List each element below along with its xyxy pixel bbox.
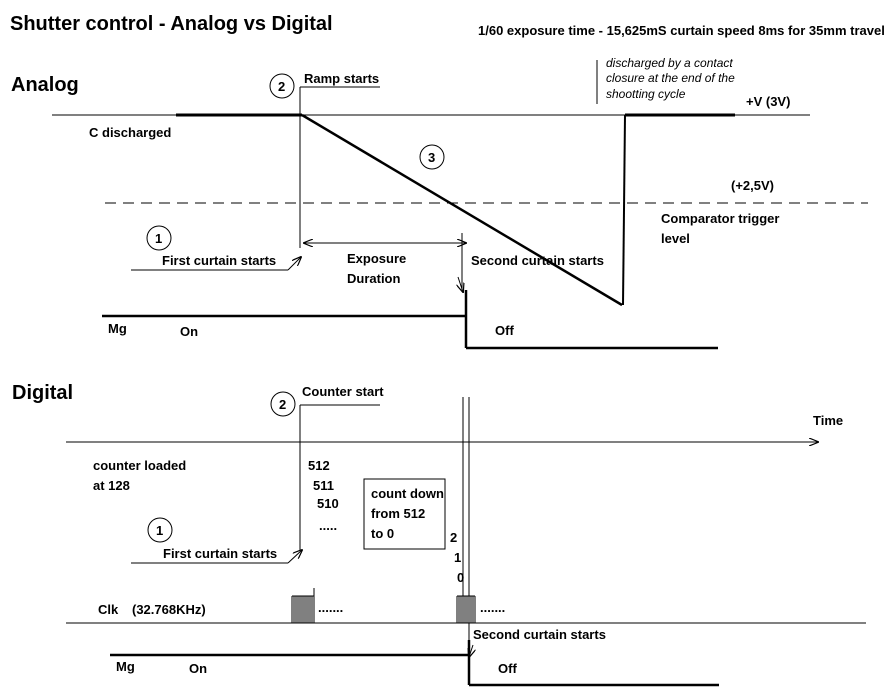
analog-marker-2: 2 xyxy=(278,79,285,94)
clock-burst-first xyxy=(291,588,315,623)
page-title: Shutter control - Analog vs Digital xyxy=(10,13,333,35)
clk-label: Clk xyxy=(98,602,119,617)
analog-mg-label: Mg xyxy=(108,321,127,336)
analog-first-curtain-arrow xyxy=(287,257,301,271)
count-continuation-dots: ..... xyxy=(319,518,337,533)
ramp-starts-label: Ramp starts xyxy=(304,71,379,86)
discharge-note-line-2: closure at the end of the xyxy=(606,71,735,85)
comparator-label-line-2: level xyxy=(661,231,690,246)
analog-off-label: Off xyxy=(495,323,514,338)
analog-marker-3: 3 xyxy=(428,150,435,165)
analog-first-curtain-label: First curtain starts xyxy=(162,253,276,268)
supply-voltage-label: +V (3V) xyxy=(746,94,790,109)
counter-start-label: Counter start xyxy=(302,384,384,399)
analog-second-curtain-arrow xyxy=(458,276,463,292)
analog-second-curtain-label: Second curtain starts xyxy=(471,253,604,268)
page-subtitle: 1/60 exposure time - 15,625mS curtain sp… xyxy=(478,23,885,38)
analog-marker-1: 1 xyxy=(155,231,162,246)
c-discharged-label: C discharged xyxy=(89,125,171,140)
digital-mg-label: Mg xyxy=(116,659,135,674)
counter-loaded-line-2: at 128 xyxy=(93,478,130,493)
analog-ramp-line xyxy=(301,113,623,307)
digital-off-label: Off xyxy=(498,661,517,676)
countdown-line-1: count down xyxy=(371,486,444,501)
analog-on-label: On xyxy=(180,324,198,339)
countdown-box xyxy=(363,478,446,550)
digital-marker-1-circle xyxy=(147,517,173,543)
exposure-label-line-1: Exposure xyxy=(347,251,406,266)
digital-first-curtain-arrow xyxy=(287,550,302,564)
discharge-note-line-3: shootting cycle xyxy=(606,87,686,101)
clock-burst-second xyxy=(456,595,476,623)
final-count-2: 2 xyxy=(450,530,457,545)
analog-marker-2-circle xyxy=(269,73,295,99)
digital-marker-2: 2 xyxy=(279,397,286,412)
count-value-511: 511 xyxy=(313,478,334,493)
digital-first-curtain-label: First curtain starts xyxy=(163,546,277,561)
discharge-note-line-1: discharged by a contact xyxy=(606,56,733,70)
comparator-label-line-1: Comparator trigger xyxy=(661,211,779,226)
count-value-510: 510 xyxy=(317,496,339,511)
digital-heading: Digital xyxy=(12,382,73,404)
clk-frequency-label: (32.768KHz) xyxy=(132,602,206,617)
countdown-line-2: from 512 xyxy=(371,506,425,521)
count-value-512: 512 xyxy=(308,458,330,473)
clock-dots-first: ....... xyxy=(318,600,343,615)
analog-marker-1-circle xyxy=(146,225,172,251)
digital-marker-2-circle xyxy=(270,391,296,417)
analog-heading: Analog xyxy=(11,74,79,96)
trigger-voltage-label: (+2,5V) xyxy=(731,178,774,193)
analog-discharge-edge xyxy=(622,114,626,306)
analog-marker-3-circle xyxy=(419,144,445,170)
time-axis-label: Time xyxy=(813,413,843,428)
digital-marker-1: 1 xyxy=(156,523,163,538)
exposure-label-line-2: Duration xyxy=(347,271,401,286)
countdown-line-3: to 0 xyxy=(371,526,394,541)
digital-on-label: On xyxy=(189,661,207,676)
final-count-1: 1 xyxy=(454,550,461,565)
digital-second-curtain-label: Second curtain starts xyxy=(473,627,606,642)
counter-loaded-line-1: counter loaded xyxy=(93,458,186,473)
final-count-0: 0 xyxy=(457,570,464,585)
clock-dots-second: ....... xyxy=(480,600,505,615)
